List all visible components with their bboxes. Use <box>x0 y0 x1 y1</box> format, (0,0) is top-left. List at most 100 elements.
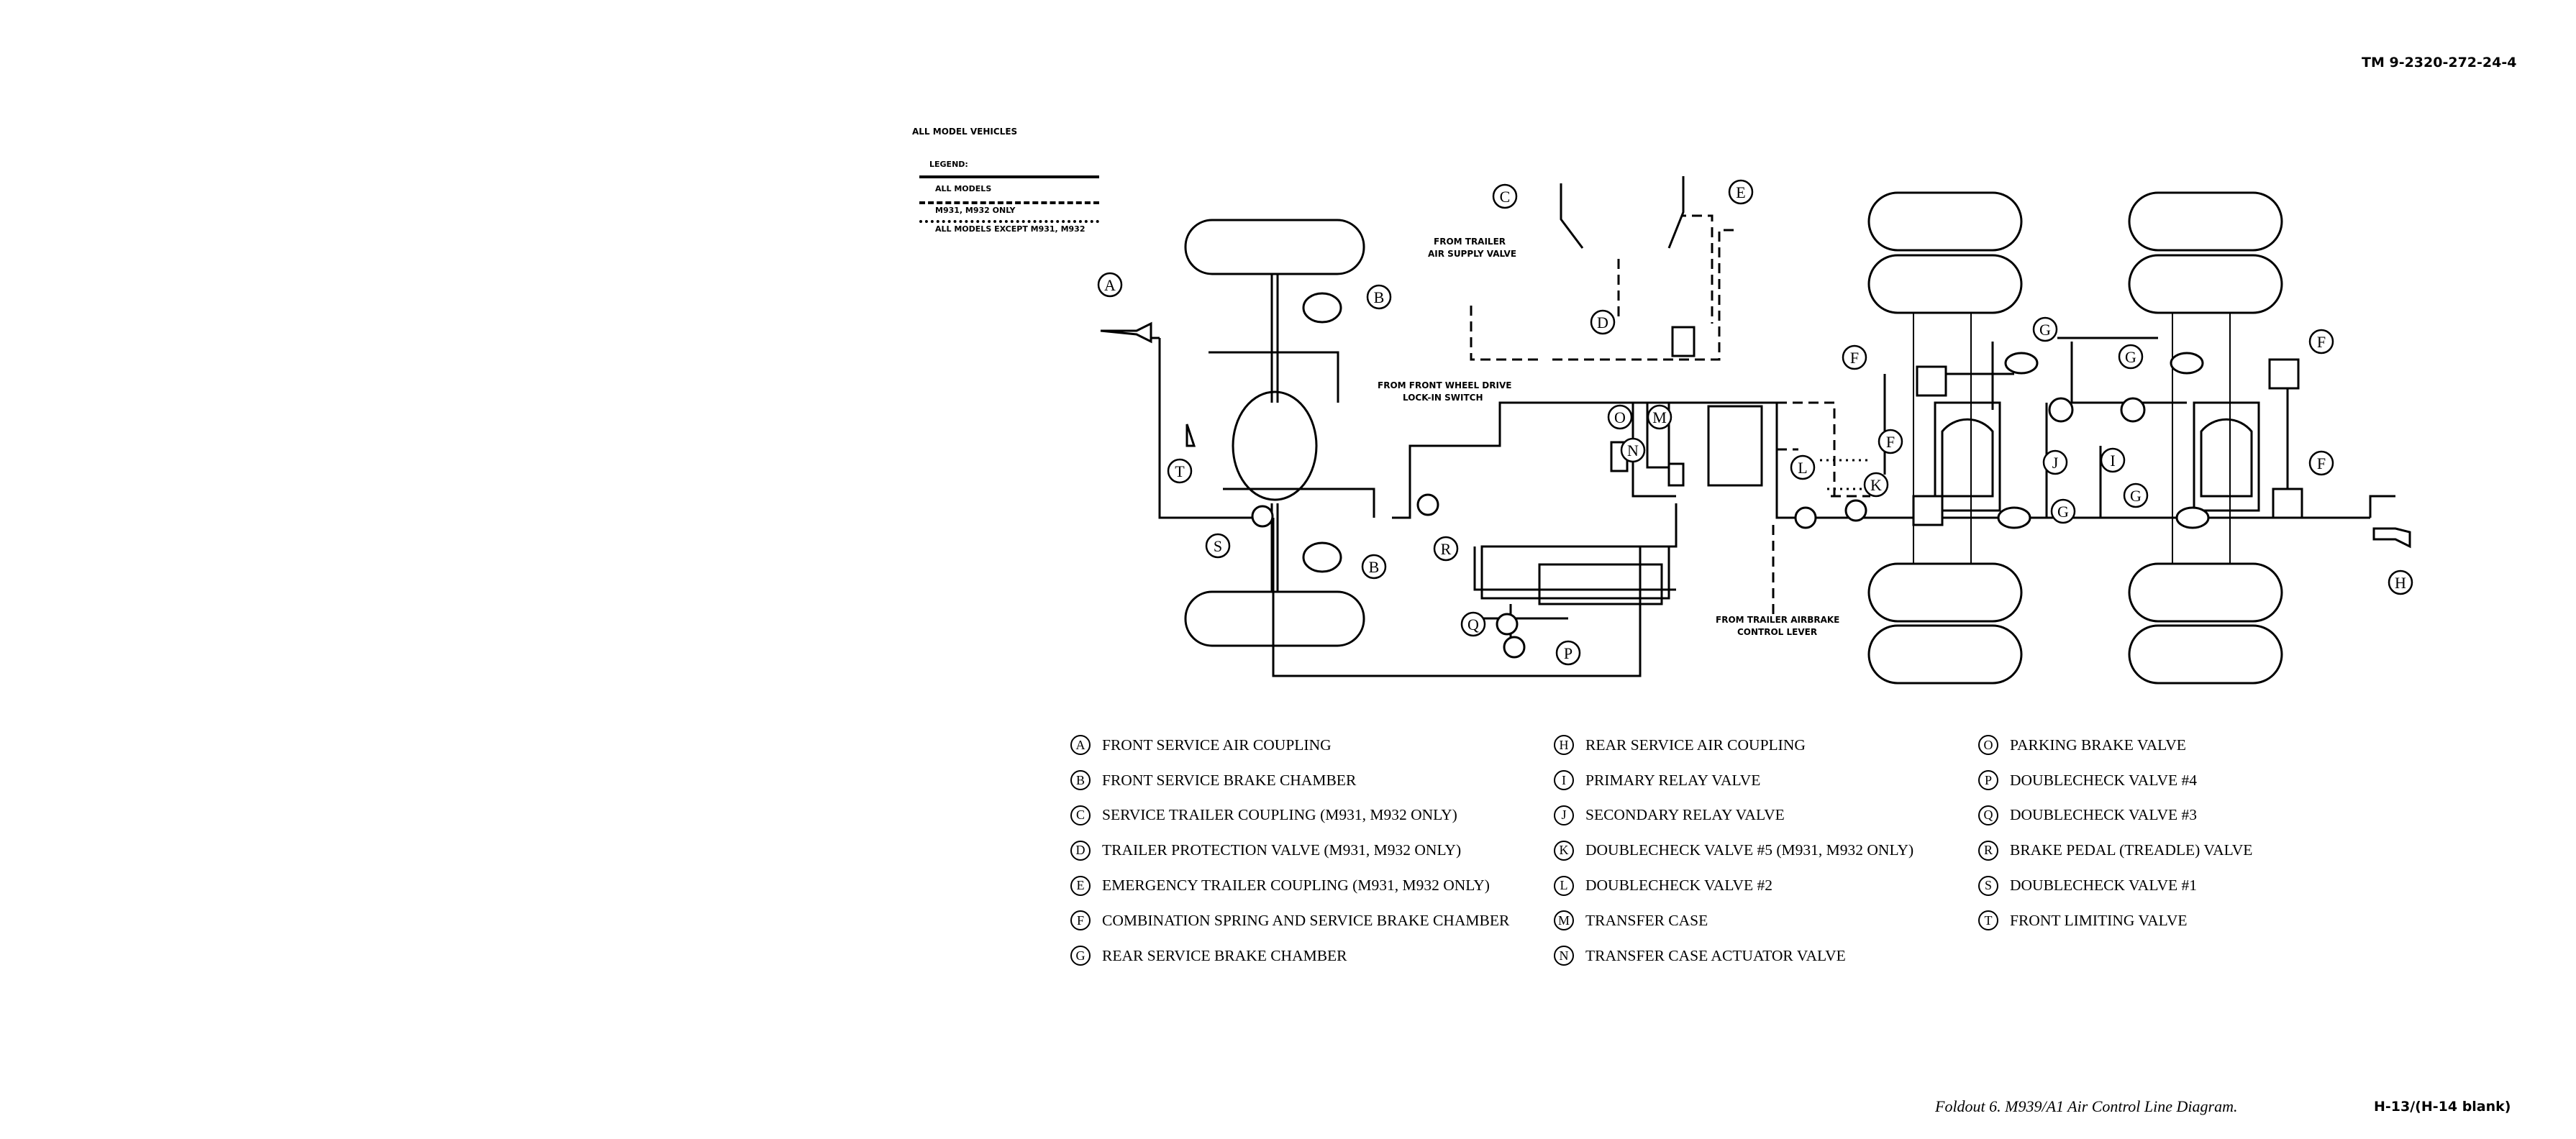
svg-text:G: G <box>2057 503 2069 521</box>
rear-tire-1c <box>1867 562 2023 623</box>
callout-b-top: B <box>1366 284 1392 310</box>
legend-title: LEGEND: <box>929 160 968 169</box>
svg-text:B: B <box>1374 288 1385 306</box>
note-trailer-airbrake-1: FROM TRAILER AIRBRAKE <box>1716 615 1839 625</box>
callout-e: E <box>1728 179 1754 205</box>
svg-text:J: J <box>2052 454 2059 472</box>
svg-text:B: B <box>1369 558 1380 576</box>
brake-chamber-f3 <box>1912 495 1944 526</box>
callout-a: A <box>1097 272 1123 298</box>
brake-chamber-g3 <box>1997 506 2031 529</box>
brake-chamber-f1 <box>1916 365 1947 397</box>
brake-chamber-g2 <box>2170 352 2204 375</box>
callout-s: S <box>1205 533 1231 559</box>
rear-tire-1d <box>1867 624 2023 685</box>
callout-n: N <box>1620 437 1646 463</box>
brake-chamber-g4 <box>2175 506 2210 529</box>
air-tank-outline <box>1480 545 1670 600</box>
front-differential <box>1232 390 1318 501</box>
brake-pedal-valve <box>1416 493 1439 516</box>
brake-chamber-front-top <box>1302 292 1342 324</box>
svg-text:F: F <box>2317 333 2326 351</box>
svg-text:F: F <box>2317 454 2326 472</box>
page-number: H-13/(H-14 blank) <box>2374 1099 2511 1115</box>
svg-text:N: N <box>1627 442 1639 459</box>
callout-h: H <box>2388 570 2413 595</box>
transfer-case-actuator-shape <box>1667 462 1685 487</box>
svg-text:L: L <box>1798 459 1807 477</box>
front-limiting-valve <box>1185 424 1196 447</box>
legend-item-solid: ALL MODELS <box>919 175 1099 193</box>
secondary-relay-valve-shape <box>2048 397 2074 423</box>
svg-text:F: F <box>1850 349 1859 367</box>
callout-g-4: G <box>2123 482 2149 508</box>
service-trailer-coupling-shape <box>1560 183 1584 249</box>
callout-b-bottom: B <box>1361 554 1387 580</box>
front-tire-left-top <box>1184 219 1365 275</box>
rear-frame <box>1913 313 2231 564</box>
brake-chamber-front-bottom <box>1302 541 1342 573</box>
callout-p: P <box>1555 640 1581 666</box>
legend-item-dotted: ALL MODELS EXCEPT M931, M932 <box>919 220 1099 237</box>
tm-number: TM 9-2320-272-24-4 <box>2362 55 2517 70</box>
svg-text:A: A <box>1104 276 1116 294</box>
legend-label: ALL MODELS EXCEPT M931, M932 <box>935 224 1086 234</box>
rear-tire-1a <box>1867 191 2023 252</box>
main-air-line <box>1144 337 2395 519</box>
rear-tire-2a <box>2128 191 2283 252</box>
transfer-case-lines <box>1631 401 1676 498</box>
svg-text:P: P <box>1564 644 1573 662</box>
legend-swatch-solid <box>919 175 1099 178</box>
rear-differential-1 <box>1934 401 2001 512</box>
callout-i: I <box>2100 447 2126 473</box>
legend-label: ALL MODELS <box>935 184 992 193</box>
doublecheck-valve-2 <box>1794 506 1817 529</box>
callout-m: M <box>1647 404 1672 430</box>
svg-text:F: F <box>1886 433 1895 451</box>
rear-service-air-coupling-shape <box>2372 527 2411 549</box>
doublecheck-valve-3 <box>1496 613 1519 636</box>
secondary-air-line <box>1272 503 1678 677</box>
callout-l: L <box>1790 454 1816 480</box>
svg-text:M: M <box>1652 408 1667 426</box>
brake-chamber-g1 <box>2004 352 2039 375</box>
trailer-dashed-line <box>1470 214 1734 361</box>
callout-f-3: F <box>1878 429 1903 454</box>
svg-text:H: H <box>2395 574 2406 592</box>
svg-text:S: S <box>1214 537 1222 555</box>
legend-item-dashed: M931, M932 ONLY <box>919 194 1099 215</box>
callout-c: C <box>1492 183 1518 209</box>
svg-text:O: O <box>1614 408 1626 426</box>
callout-o: O <box>1607 404 1633 430</box>
callout-g-1: G <box>2032 316 2058 342</box>
air-control-line-diagram: FROM TRAILER AIR SUPPLY VALVE FROM FRONT… <box>1097 176 2413 685</box>
doublecheck-valve-4 <box>1503 636 1526 659</box>
svg-text:K: K <box>1870 476 1882 494</box>
callout-f-2: F <box>2308 329 2334 354</box>
dotted-line <box>1820 459 1878 490</box>
air-tank <box>1538 563 1663 605</box>
callout-j: J <box>2042 449 2068 475</box>
svg-text:D: D <box>1597 314 1608 331</box>
callout-k: K <box>1863 472 1889 498</box>
trailer-protection-valve-shape <box>1671 326 1696 357</box>
note-trailer-air-supply-2: AIR SUPPLY VALVE <box>1428 249 1516 259</box>
callout-group: A B B C D E F F F F G G G G H I J K L M … <box>1097 179 2413 666</box>
front-axle <box>1270 274 1279 592</box>
legend-swatch-dotted <box>919 220 1099 223</box>
